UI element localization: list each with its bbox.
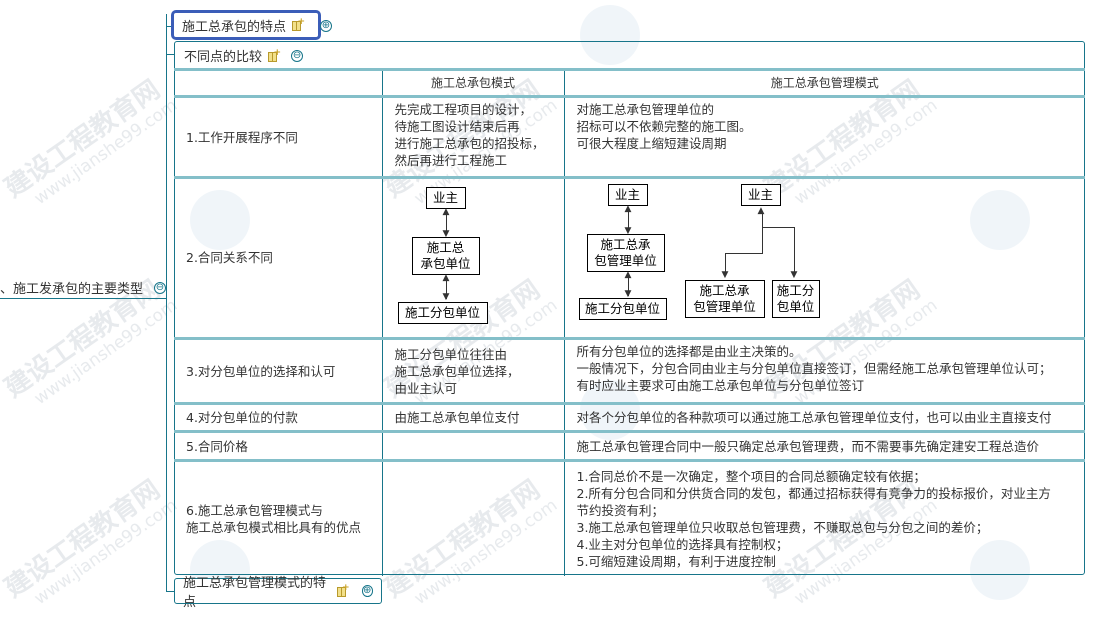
table-row: 2.合同关系不同 业主 ▲ ▼ 施工总 承包单位 ▲ ▼ 施工分包单位 业主 ▲…: [174, 176, 1086, 339]
arrow-down-icon: ▼: [624, 289, 632, 299]
table-header-row: 施工总承包模式 施工总承包管理模式: [174, 68, 1085, 97]
arrow-down-icon: ▼: [442, 229, 450, 239]
connector-branch-1: [166, 26, 174, 27]
arrow-down-icon: ▼: [721, 270, 729, 280]
note-icon[interactable]: +: [337, 583, 350, 597]
arrow-line: [627, 208, 629, 232]
connector-line: [761, 227, 794, 228]
note-icon[interactable]: +: [268, 48, 281, 62]
row-label: 4.对分包单位的付款: [174, 402, 382, 432]
box-general-contractor: 施工总 承包单位: [411, 237, 480, 275]
cell-management-contract: 施工总承包管理合同中一般只确定总承包管理费，而不需要事先确定建安工程总造价: [563, 430, 1085, 461]
table-row: 6.施工总承包管理模式与 施工总承包模式相比具有的优点 1.合同总价不是一次确定…: [174, 459, 1085, 576]
arrow-line: [445, 211, 447, 235]
node-label: 不同点的比较: [184, 50, 263, 65]
box-subcontractor: 施工分包单位: [578, 298, 667, 320]
table-row: 3.对分包单位的选择和认可 施工分包单位往往由 施工总承包单位选择， 由业主认可…: [174, 337, 1085, 404]
comparison-table: 施工总承包模式 施工总承包管理模式 1.工作开展程序不同 先完成工程项目的设计，…: [174, 68, 1085, 576]
contract-diagram-general: 业主 ▲ ▼ 施工总 承包单位 ▲ ▼ 施工分包单位: [383, 179, 564, 337]
cell-general-contract: [381, 459, 564, 576]
box-subcontractor: 施工分包单位: [397, 302, 488, 324]
table-row: 4.对分包单位的付款 由施工总承包单位支付 对各个分包单位的各种款项可以通过施工…: [174, 402, 1085, 432]
arrow-up-icon: ▲: [624, 270, 632, 280]
box-subcontractor: 施工分 包单位: [771, 280, 820, 318]
box-owner: 业主: [425, 187, 466, 209]
table-row: 1.工作开展程序不同 先完成工程项目的设计， 待施工图设计结束后再 进行施工总承…: [174, 95, 1085, 178]
row-label: 2.合同关系不同: [174, 176, 382, 339]
header-cell: 施工总承包管理模式: [563, 68, 1085, 97]
row-label: 3.对分包单位的选择和认可: [174, 337, 382, 404]
box-owner: 业主: [740, 184, 781, 206]
node-management-contract-features[interactable]: 施工总承包管理模式的特点 + ⊕: [174, 576, 382, 610]
arrow-up-icon: ▲: [624, 204, 632, 214]
header-cell: 施工总承包模式: [381, 68, 564, 97]
cell-management-contract: 对施工总承包管理单位的 招标可以不依赖完整的施工图。 可很大程度上缩短建设周期: [563, 95, 1085, 178]
connector-line: [724, 253, 763, 254]
expand-button[interactable]: ⊕: [361, 585, 373, 597]
box-owner: 业主: [607, 184, 648, 206]
arrow-down-icon: ▼: [442, 292, 450, 302]
expand-button[interactable]: ⊕: [320, 20, 332, 32]
cell-general-contract: 施工分包单位往往由 施工总承包单位选择， 由业主认可: [381, 337, 564, 404]
arrow-line: [445, 277, 447, 299]
cell-management-contract: 对各个分包单位的各种款项可以通过施工总承包管理单位支付，也可以由业主直接支付: [563, 402, 1085, 432]
table-row: 5.合同价格 施工总承包管理合同中一般只确定总承包管理费，而不需要事先确定建安工…: [174, 430, 1085, 461]
arrow-up-icon: ▲: [442, 273, 450, 283]
arrow-up-icon: ▲: [442, 207, 450, 217]
connector-line: [793, 227, 795, 275]
connector-branch-3: [166, 591, 174, 592]
root-node[interactable]: 、施工发承包的主要类型: [0, 278, 143, 297]
row-label: 6.施工总承包管理模式与 施工总承包模式相比具有的优点: [174, 459, 382, 576]
connector-trunk: [166, 14, 167, 592]
collapse-button[interactable]: ⊖: [291, 49, 304, 62]
cell-general-contract: 业主 ▲ ▼ 施工总 承包单位 ▲ ▼ 施工分包单位: [381, 176, 564, 339]
row-label: 5.合同价格: [174, 430, 382, 461]
node-general-contract-features[interactable]: 施工总承包的特点 +: [171, 10, 321, 40]
connector-line: [761, 227, 763, 253]
arrow-down-icon: ▼: [790, 270, 798, 280]
row-label: 1.工作开展程序不同: [174, 95, 382, 178]
cell-management-contract: 1.合同总价不是一次确定，整个项目的合同总额确定较有依据； 2.所有分包合同和分…: [563, 459, 1085, 576]
root-underline: [0, 298, 166, 299]
cell-management-contract: 业主 ▲ ▼ 施工总承 包管理单位 ▲ ▼ 施工分包单位 业主 ▲ ▼ ▼ 施: [563, 176, 1086, 339]
arrow-up-icon: ▲: [757, 206, 765, 216]
cell-management-contract: 所有分包单位的选择都是由业主决策的。 一般情况下，分包合同由业主与分包单位直接签…: [563, 337, 1085, 404]
node-label: 施工总承包的特点: [182, 19, 287, 35]
cell-general-contract: 由施工总承包单位支付: [381, 402, 564, 432]
contract-diagram-management: 业主 ▲ ▼ 施工总承 包管理单位 ▲ ▼ 施工分包单位 业主 ▲ ▼ ▼ 施: [565, 179, 1086, 337]
root-node-label: 、施工发承包的主要类型: [0, 282, 144, 297]
node-title: 不同点的比较 + ⊖: [184, 46, 304, 65]
connector-line: [761, 213, 763, 227]
root-collapse-button[interactable]: ⊖: [154, 282, 166, 294]
connector-line: [724, 253, 726, 275]
arrow-line: [627, 274, 629, 296]
connector-branch-2: [166, 54, 174, 55]
cell-general-contract: 先完成工程项目的设计， 待施工图设计结束后再 进行施工总承包的招投标， 然后再进…: [381, 95, 564, 178]
box-management-contractor: 施工总承 包管理单位: [586, 234, 665, 272]
box-management-contractor: 施工总承 包管理单位: [684, 280, 765, 318]
arrow-down-icon: ▼: [624, 226, 632, 236]
note-icon[interactable]: +: [292, 17, 305, 31]
cell-general-contract: [381, 430, 564, 461]
node-label: 施工总承包管理模式的特点: [183, 576, 327, 610]
header-cell: [174, 68, 382, 97]
